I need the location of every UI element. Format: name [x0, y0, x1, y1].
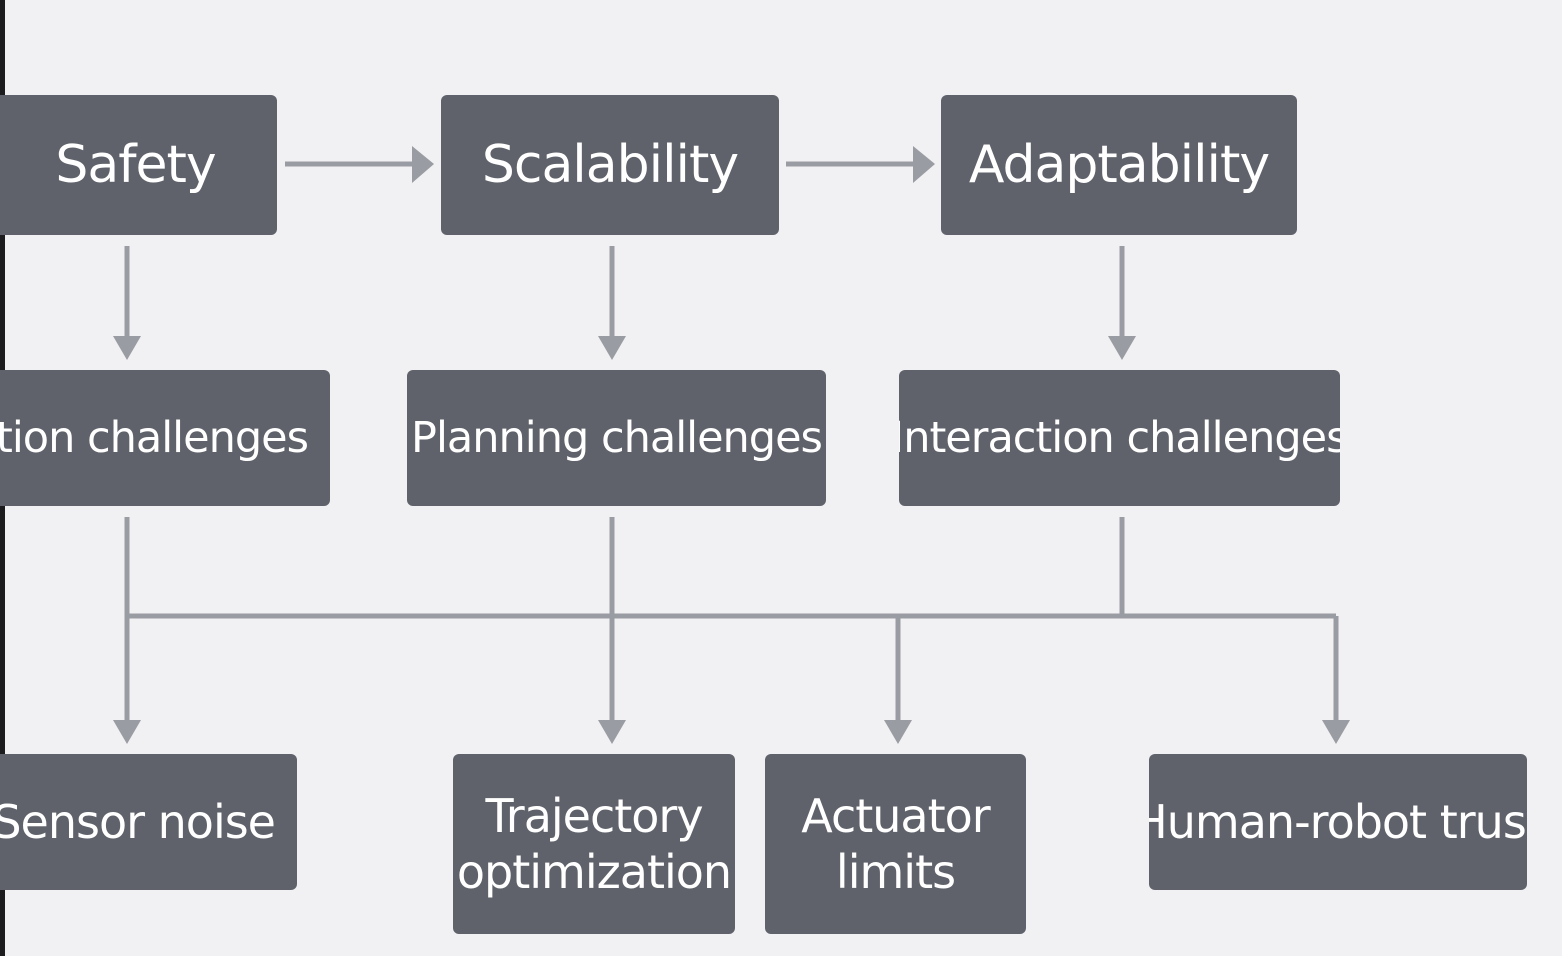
arrowhead-right-2 [913, 146, 935, 183]
node-planning-label: Planning challenges [411, 413, 823, 463]
node-trajectory-line2: optimization [456, 845, 732, 899]
arrowhead-down-4 [113, 720, 141, 744]
node-trust-line1: Human-robot trust [1149, 795, 1527, 849]
node-human-robot-trust: Human-robot trust [1149, 754, 1527, 890]
arrowhead-down-2 [598, 336, 626, 360]
node-safety: Safety [0, 95, 277, 235]
node-scalability-label: Scalability [481, 135, 739, 195]
node-sensor-line1: Sensor noise [0, 795, 276, 849]
node-perception-challenges: eption challenges [0, 370, 330, 506]
node-safety-label: Safety [55, 135, 216, 195]
node-trajectory-line1: Trajectory [485, 789, 703, 843]
node-actuator-line2: limits [835, 845, 956, 899]
arrowhead-down-6 [884, 720, 912, 744]
arrowhead-down-3 [1108, 336, 1136, 360]
node-trajectory-optimization: Trajectory optimization [453, 754, 735, 934]
node-sensor-noise: Sensor noise [0, 754, 297, 890]
node-planning-challenges: Planning challenges [407, 370, 826, 506]
node-adaptability-label: Adaptability [968, 135, 1270, 195]
node-interaction-label: Interaction challenges [899, 413, 1340, 463]
arrowhead-right-1 [412, 146, 434, 183]
node-actuator-limits: Actuator limits [765, 754, 1026, 934]
arrowhead-down-5 [598, 720, 626, 744]
arrowhead-down-1 [113, 336, 141, 360]
node-actuator-line1: Actuator [801, 789, 990, 843]
node-interaction-challenges: Interaction challenges [899, 370, 1340, 506]
node-perception-label: eption challenges [0, 413, 309, 463]
arrowhead-down-7 [1322, 720, 1350, 744]
node-adaptability: Adaptability [941, 95, 1297, 235]
node-scalability: Scalability [441, 95, 779, 235]
